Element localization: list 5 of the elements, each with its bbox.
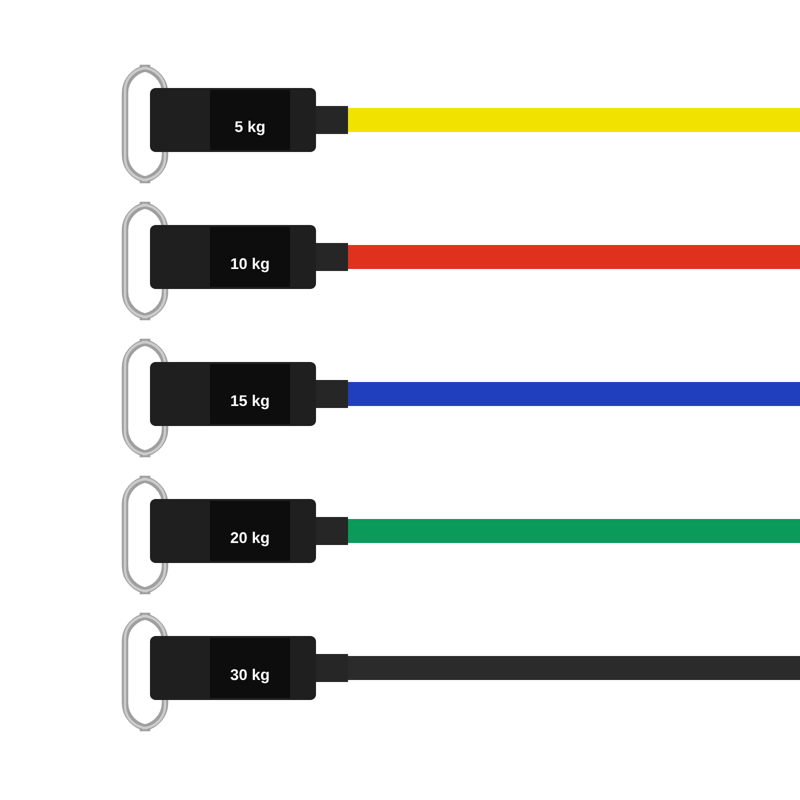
weight-label: 30 kg: [230, 668, 269, 684]
weight-label: 10 kg: [231, 258, 269, 272]
weight-label: 5 kg: [235, 120, 264, 136]
weight-label: 20 kg: [230, 532, 269, 546]
weight-label: 15 kg: [231, 394, 269, 410]
